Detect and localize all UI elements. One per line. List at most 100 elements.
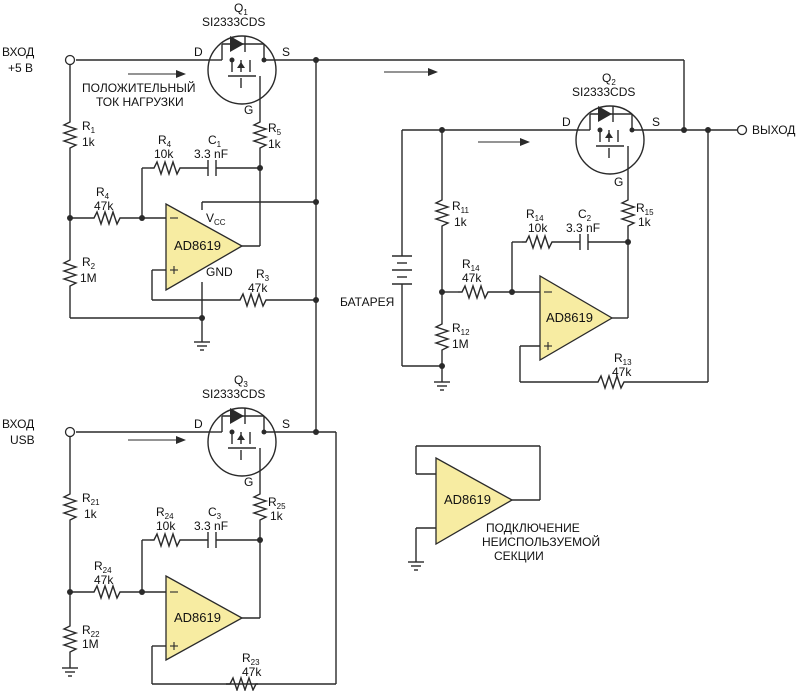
ground-symbols [62, 341, 450, 677]
u2-label: AD8619 [546, 310, 593, 325]
r21-symbol [61, 490, 79, 522]
q1-part: SI2333CDS [202, 15, 265, 29]
r2-ref: R2 [82, 255, 96, 271]
r25-value: 1k [270, 509, 284, 523]
unused-note-3: СЕКЦИИ [494, 549, 544, 563]
r4-input-value: 47k [94, 199, 114, 213]
r11-ref: R11 [452, 199, 470, 215]
r3-ref: R3 [256, 267, 270, 283]
opamp-u3 [165, 574, 244, 662]
q2-source-pin: S [652, 115, 660, 129]
q3-ref: Q3 [234, 373, 248, 389]
current-flow-arrows [128, 68, 530, 444]
mosfet-q1 [207, 35, 282, 105]
mosfet-q3 [207, 407, 282, 477]
r4-feedback-symbol [150, 159, 182, 177]
q3-drain-pin: D [194, 417, 203, 431]
input-5v-terminal [64, 54, 76, 66]
r1-symbol [61, 118, 79, 150]
r24-input-value: 47k [94, 573, 114, 587]
r25-ref: R25 [268, 495, 286, 511]
ground-icon-unused [408, 561, 424, 571]
r3-symbol [236, 291, 268, 309]
c1-value: 3.3 nF [194, 147, 228, 161]
output-label: ВЫХОД [752, 123, 795, 137]
r21-value: 1k [84, 507, 98, 521]
mosfet-q2 [575, 105, 652, 175]
r3-value: 47k [248, 281, 268, 295]
r23-value: 47k [242, 665, 262, 679]
r23-ref: R23 [242, 651, 260, 667]
r23-symbol [226, 675, 258, 691]
input-usb-type: USB [10, 433, 35, 447]
opamp-u1 [165, 202, 244, 292]
battery-label: БАТАРЕЯ [340, 295, 394, 309]
labels: ВХОД +5 В ВХОД USB ВЫХОД Q1 SI2333CDS D … [2, 1, 795, 679]
u1-label: AD8619 [174, 238, 221, 253]
q1-drain-pin: D [194, 45, 203, 59]
r15-value: 1k [638, 215, 652, 229]
u1-gnd-pin: GND [206, 265, 233, 279]
battery-symbol [392, 255, 412, 285]
r12-ref: R12 [452, 321, 470, 337]
u1-vcc-pin: VCC [206, 211, 226, 227]
c3-ref: C3 [208, 505, 222, 521]
r14-input-value: 47k [462, 271, 482, 285]
q2-drain-pin: D [562, 115, 571, 129]
r14-feedback-value: 10k [528, 221, 548, 235]
input-usb-terminal [64, 426, 76, 438]
r4-feedback-ref: R4 [158, 133, 172, 149]
mosfet-symbols [207, 35, 652, 477]
r13-value: 47k [612, 365, 632, 379]
q2-part: SI2333CDS [572, 85, 635, 99]
c3-value: 3.3 nF [194, 519, 228, 533]
q1-source-pin: S [282, 45, 290, 59]
r12-symbol [433, 320, 451, 352]
r5-symbol [251, 118, 269, 150]
r14-input-symbol [458, 283, 490, 301]
r1-ref: R1 [82, 119, 96, 135]
wires [69, 59, 738, 685]
c2-value: 3.3 nF [566, 221, 600, 235]
resistor-symbols [61, 118, 637, 691]
r13-ref: R13 [614, 351, 632, 367]
input-usb-label: ВХОД [2, 417, 34, 431]
r15-symbol [619, 196, 637, 228]
r24-input-ref: R24 [94, 559, 112, 575]
u4-label: AD8619 [444, 492, 491, 507]
opamp-u4-unused [435, 456, 514, 546]
r22-ref: R22 [82, 623, 100, 639]
opamp-symbols [165, 202, 614, 662]
output-terminal [736, 124, 748, 136]
unused-note-1: ПОДКЛЮЧЕНИЕ [486, 521, 580, 535]
r24-input-symbol [90, 583, 122, 601]
r12-value: 1M [452, 337, 469, 351]
r4-feedback-value: 10k [154, 147, 174, 161]
u3-label: AD8619 [174, 610, 221, 625]
r13-symbol [594, 373, 626, 391]
unused-note-2: НЕИСПОЛЬЗУЕМОЙ [482, 534, 600, 549]
r14-input-ref: R14 [462, 257, 480, 273]
q2-ref: Q2 [602, 71, 616, 87]
r15-ref: R15 [636, 201, 654, 217]
q1-gate-pin: G [244, 103, 253, 117]
r2-value: 1M [80, 271, 97, 285]
r22-value: 1M [82, 637, 99, 651]
q2-gate-pin: G [614, 175, 623, 189]
r1-value: 1k [82, 135, 96, 149]
r14-feedback-ref: R14 [526, 207, 544, 223]
input-5v-label: ВХОД [2, 45, 34, 59]
input-5v-voltage: +5 В [8, 61, 33, 75]
r4-input-ref: R4 [96, 185, 110, 201]
q1-ref: Q1 [234, 1, 248, 17]
r4-input-symbol [90, 209, 122, 227]
q3-part: SI2333CDS [202, 387, 265, 401]
r24-feedback-symbol [150, 531, 182, 549]
r25-symbol [251, 490, 269, 522]
capacitor-symbols [207, 160, 589, 548]
r2-symbol [61, 256, 79, 288]
c2-ref: C2 [578, 207, 592, 223]
q3-source-pin: S [282, 417, 290, 431]
c1-ref: C1 [208, 133, 222, 149]
